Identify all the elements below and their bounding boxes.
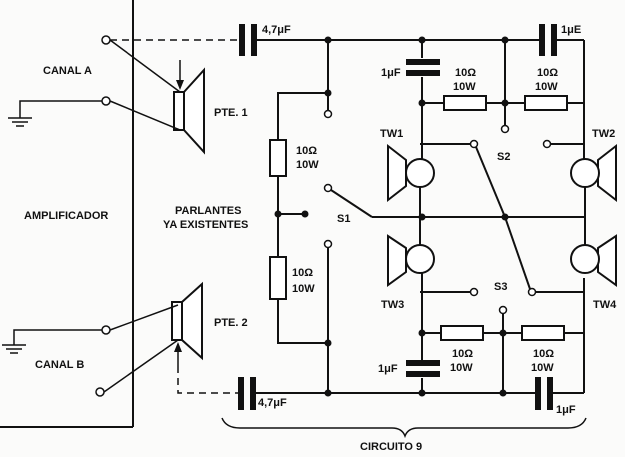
res-bottom-mid-value: 10Ω: [452, 348, 473, 360]
tweeter-tw1: TW1: [380, 128, 435, 203]
channel-b-ground-terminal: [101, 325, 111, 335]
switch-s1-label: S1: [337, 213, 350, 225]
tw4-label: TW4: [593, 299, 617, 311]
channel-a-label: CANAL A: [43, 65, 92, 77]
res-left-bottom-value: 10Ω: [292, 267, 313, 279]
res-left-bottom-power: 10W: [292, 283, 315, 295]
channel-a-ground-terminal: [101, 96, 111, 106]
ground-icon: [8, 117, 32, 127]
res-top-right-value: 10Ω: [537, 67, 558, 79]
amplifier-box: CANAL A AMPLIFICADOR CANAL B: [0, 0, 134, 428]
existing-speakers-label-line1: PARLANTES: [175, 205, 241, 217]
amplifier-title: AMPLIFICADOR: [24, 210, 108, 222]
tweeter-tw2: TW2: [570, 128, 617, 203]
tw2-label: TW2: [592, 128, 615, 140]
existing-speaker-2: PTE. 2: [103, 281, 248, 393]
channel-a-positive-terminal: [101, 35, 111, 45]
cap-top-mid-label: 1μF: [381, 67, 401, 79]
switch-s2-label: S2: [497, 151, 510, 163]
res-top-mid-power: 10W: [453, 81, 476, 93]
res-bottom-mid-power: 10W: [450, 362, 473, 374]
res-left-top-power: 10W: [296, 159, 319, 171]
pte2-label: PTE. 2: [214, 317, 248, 329]
cap-bottom-left-label: 4,7μF: [258, 397, 287, 409]
ground-icon: [2, 344, 26, 354]
existing-speaker-1: PTE. 1: [109, 39, 248, 155]
cap-bottom-mid-label: 1μF: [378, 363, 398, 375]
middle-capacitors: 1μF 1μF: [378, 40, 440, 393]
switch-s3-label: S3: [494, 281, 507, 293]
bottom-resistor-network: 10Ω 10W 10Ω 10W: [418, 278, 585, 393]
caption-circuito: CIRCUITO 9: [360, 441, 422, 453]
res-bottom-right-value: 10Ω: [533, 348, 554, 360]
res-top-mid-value: 10Ω: [455, 67, 476, 79]
bottom-bus: 4,7μF 1μF: [238, 377, 584, 416]
top-resistor-network: 10Ω 10W 10Ω 10W: [418, 40, 585, 164]
cap-top-left-label: 4,7μF: [262, 24, 291, 36]
switch-network: S2 S3: [372, 139, 586, 297]
channel-b-label: CANAL B: [35, 359, 84, 371]
cap-top-right-label: 1μE: [561, 24, 581, 36]
res-top-right-power: 10W: [535, 81, 558, 93]
existing-speakers-label-line2: YA EXISTENTES: [163, 219, 248, 231]
tw3-label: TW3: [381, 299, 404, 311]
caption-brace: CIRCUITO 9: [221, 417, 587, 453]
res-bottom-right-power: 10W: [531, 362, 554, 374]
tweeter-tw3: TW3: [381, 234, 435, 311]
tw1-label: TW1: [380, 128, 403, 140]
pte1-label: PTE. 1: [214, 107, 248, 119]
channel-b-positive-terminal: [95, 387, 105, 397]
top-bus: 4,7μF 1μE: [239, 24, 584, 56]
tweeter-tw4: TW4: [570, 234, 617, 311]
res-left-top-value: 10Ω: [296, 145, 317, 157]
cap-bottom-right-label: 1μF: [556, 404, 576, 416]
left-resistor-branch: 10Ω 10W 10Ω 10W S1: [269, 40, 373, 393]
